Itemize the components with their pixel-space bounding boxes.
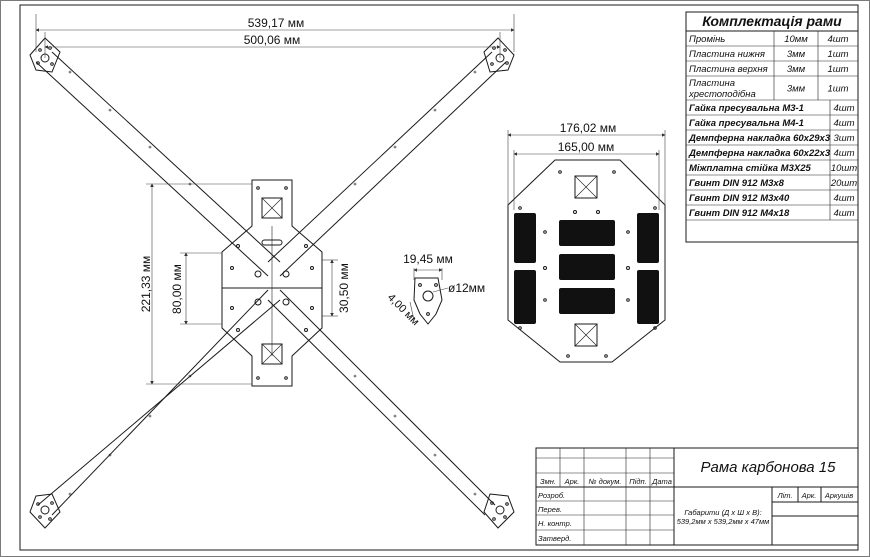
kit-row-size: 3мм bbox=[787, 49, 806, 60]
kit-row-name: Пластина нижня bbox=[689, 49, 765, 60]
kit-row-qty: 1шт bbox=[827, 84, 848, 95]
kit-row-qty: 1шт bbox=[827, 64, 848, 75]
kit-row-qty: 4шт bbox=[833, 118, 854, 129]
kit-row-qty: 4шт bbox=[833, 208, 854, 219]
kit-row-name: Демпферна накладка 60х22х3 bbox=[688, 148, 831, 159]
kit-row-name-line: Пластина bbox=[689, 78, 735, 89]
dim-part-angle: 4,00 мм bbox=[385, 292, 421, 328]
dim-plate-outer: 176,02 мм bbox=[560, 121, 617, 135]
dim-inner-width: 500,06 мм bbox=[244, 33, 301, 47]
kit-row-qty: 10шт bbox=[831, 163, 857, 174]
title-block-role: Розроб. bbox=[538, 491, 565, 500]
arm-pad-bottom-left bbox=[29, 493, 61, 529]
frame-border bbox=[19, 4, 859, 551]
kit-row-name-line: хрестоподібна bbox=[688, 89, 756, 100]
kit-row-name: Демпферна накладка 60х29х3 bbox=[688, 133, 831, 144]
drawing-title: Рама карбонова 15 bbox=[701, 459, 837, 476]
dim-plate-inner: 165,00 мм bbox=[558, 140, 615, 154]
kit-row-name: Гайка пресувальна М4-1 bbox=[689, 118, 804, 129]
kit-table bbox=[685, 11, 859, 243]
title-block bbox=[535, 447, 859, 546]
title-block-role: Затверд. bbox=[538, 534, 571, 543]
dim-small-height: 30,50 мм bbox=[337, 263, 351, 313]
kit-row-qty: 1шт bbox=[827, 49, 848, 60]
plate bbox=[507, 130, 666, 363]
kit-row-name: Пластина верхня bbox=[689, 64, 768, 75]
small-part bbox=[409, 268, 449, 325]
kit-row-qty: 20шт bbox=[830, 178, 857, 189]
kit-row-qty: 4шт bbox=[827, 34, 848, 45]
title-block-lit-header: Літ. bbox=[776, 491, 792, 500]
title-block-header: Арк. bbox=[564, 477, 580, 486]
title-block-header: Змн. bbox=[540, 477, 556, 486]
kit-table-title: Комплектація рами bbox=[702, 13, 842, 29]
center-body bbox=[221, 179, 323, 387]
gabarity-line-2: 539,2мм х 539,2мм х 47мм bbox=[677, 517, 770, 526]
title-block-role: Н. контр. bbox=[538, 519, 572, 528]
kit-row-name: Гайка пресувальна М3-1 bbox=[689, 103, 804, 114]
title-block-role: Перев. bbox=[538, 505, 562, 514]
top-dimensions bbox=[35, 14, 515, 58]
gabarity-line-1: Габарити (Д х Ш х В): bbox=[684, 508, 761, 517]
kit-row-name: Гвинт DIN 912 М3х8 bbox=[689, 178, 785, 189]
kit-row-size: 10мм bbox=[784, 34, 808, 45]
title-block-lit-header: Арк. bbox=[801, 491, 817, 500]
title-block-header: Підп. bbox=[629, 477, 646, 486]
kit-row-qty: 4шт bbox=[833, 193, 854, 204]
title-block-header: Дата bbox=[651, 477, 672, 486]
kit-row-name: Гвинт DIN 912 М3х40 bbox=[689, 193, 790, 204]
dim-center-height: 80,00 мм bbox=[170, 264, 184, 314]
dim-part-hole: ø12мм bbox=[448, 281, 485, 295]
kit-row-qty: 4шт bbox=[833, 148, 854, 159]
dim-outer-width: 539,17 мм bbox=[248, 16, 305, 30]
title-block-lit-header: Аркушів bbox=[824, 491, 853, 500]
dim-part-width: 19,45 мм bbox=[403, 252, 453, 266]
arm-pad-bottom-right bbox=[483, 493, 515, 529]
kit-row-size: 3мм bbox=[787, 84, 806, 95]
kit-row-size: 3мм bbox=[787, 64, 806, 75]
kit-row-qty: 4шт bbox=[833, 103, 854, 114]
kit-row-name: Гвинт DIN 912 М4х18 bbox=[689, 208, 790, 219]
title-block-header: № докум. bbox=[588, 477, 621, 486]
left-dimensions bbox=[146, 183, 338, 385]
x-frame bbox=[29, 37, 515, 529]
kit-row-qty: 3шт bbox=[833, 133, 854, 144]
dim-frame-height: 221,33 мм bbox=[139, 256, 153, 313]
arm-holes bbox=[68, 70, 477, 496]
kit-row-name: Промінь bbox=[689, 34, 725, 45]
kit-row-name: Міжплатна стійка М3Х25 bbox=[689, 163, 811, 174]
